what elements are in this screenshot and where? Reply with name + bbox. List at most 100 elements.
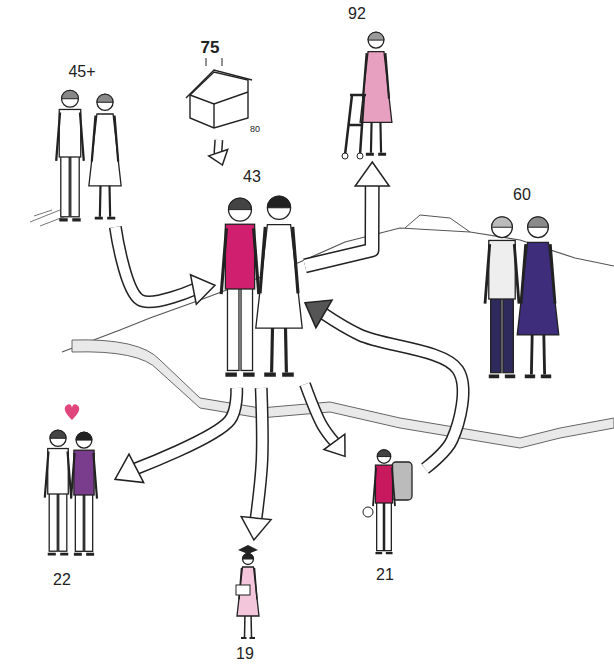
rope xyxy=(363,507,373,517)
hair xyxy=(528,217,549,227)
arrow-outline xyxy=(305,384,335,442)
figure-group: 43 xyxy=(215,165,305,388)
head xyxy=(50,430,66,446)
hair xyxy=(97,94,113,102)
torso xyxy=(59,109,80,157)
arrow-body xyxy=(135,388,236,469)
trouser-leg xyxy=(61,154,69,217)
age-number: 43 xyxy=(243,168,261,186)
head xyxy=(492,217,513,238)
person-figure xyxy=(256,196,302,374)
person-figure xyxy=(221,198,259,375)
trouser-leg xyxy=(75,492,83,551)
house-body xyxy=(190,72,248,128)
feet xyxy=(366,153,386,156)
arrow-head xyxy=(355,162,389,186)
arm xyxy=(514,244,519,304)
feet xyxy=(375,552,392,554)
walker-wheel xyxy=(357,153,363,159)
arrow-head xyxy=(209,149,228,165)
head xyxy=(243,554,254,565)
person-figure xyxy=(89,94,121,218)
arm xyxy=(260,227,265,294)
trouser-leg xyxy=(503,295,513,372)
head xyxy=(368,32,384,48)
arrow-outline xyxy=(115,227,194,302)
feet xyxy=(241,637,255,639)
head xyxy=(97,94,113,110)
flow-arrow xyxy=(115,227,215,304)
graduation-cap xyxy=(238,545,258,554)
figure-group: 19 xyxy=(210,540,285,666)
arm xyxy=(92,115,96,161)
head xyxy=(377,450,390,463)
figure-group: 92 xyxy=(335,2,410,162)
arm xyxy=(521,244,526,304)
backpack xyxy=(392,462,412,500)
arm xyxy=(80,113,84,161)
torso xyxy=(225,224,254,289)
map-border xyxy=(405,215,470,232)
torso xyxy=(74,450,94,495)
arrow-head xyxy=(115,454,144,482)
dress xyxy=(256,225,302,328)
flow-arrow xyxy=(115,388,237,483)
trouser-leg xyxy=(227,285,238,371)
torso xyxy=(375,465,392,503)
torso xyxy=(489,240,515,299)
arrow-body xyxy=(256,388,262,519)
trouser-leg xyxy=(377,501,384,551)
book xyxy=(236,585,250,595)
arm xyxy=(373,468,376,507)
feet xyxy=(264,372,294,376)
trouser-leg xyxy=(59,491,67,551)
arm xyxy=(221,228,226,294)
dress xyxy=(517,242,559,335)
hair xyxy=(267,196,290,208)
arrow-head xyxy=(305,300,332,328)
arrow-head xyxy=(191,275,215,304)
arm xyxy=(71,453,75,499)
arrow-body xyxy=(305,384,335,442)
feet xyxy=(225,373,254,377)
person-figure xyxy=(71,432,97,554)
arrow-head xyxy=(324,434,345,456)
arrow-head xyxy=(241,517,271,540)
flow-arrow xyxy=(305,300,463,468)
figure-group: 21 xyxy=(345,435,425,587)
figure-group: 7580 xyxy=(180,32,265,140)
arm xyxy=(255,568,258,600)
arm xyxy=(363,53,367,99)
trouser-leg xyxy=(71,154,79,217)
house-roof xyxy=(186,70,252,128)
head xyxy=(62,90,79,107)
person-figure xyxy=(360,32,392,154)
feet xyxy=(48,553,69,556)
figure-group: 22 xyxy=(35,405,115,595)
age-number: 45+ xyxy=(68,63,95,81)
arm xyxy=(293,227,298,294)
trouser-leg xyxy=(241,285,252,371)
person-figure xyxy=(373,450,395,553)
hair xyxy=(492,217,513,227)
arrow-body xyxy=(323,313,463,468)
arm xyxy=(485,244,490,304)
hair xyxy=(368,32,384,40)
head xyxy=(76,432,92,448)
trouser-leg xyxy=(491,295,501,372)
arm xyxy=(385,53,389,99)
hair xyxy=(62,90,79,98)
heart xyxy=(65,404,80,420)
feet xyxy=(525,375,551,379)
flow-arrow xyxy=(209,140,228,165)
figure-group: 60 xyxy=(480,183,562,388)
age-number: 21 xyxy=(376,566,394,584)
dress xyxy=(237,567,259,616)
person-figure xyxy=(45,430,71,554)
arrow-outline xyxy=(305,185,372,266)
hair xyxy=(377,450,390,457)
map xyxy=(30,210,614,448)
hair xyxy=(243,554,254,560)
